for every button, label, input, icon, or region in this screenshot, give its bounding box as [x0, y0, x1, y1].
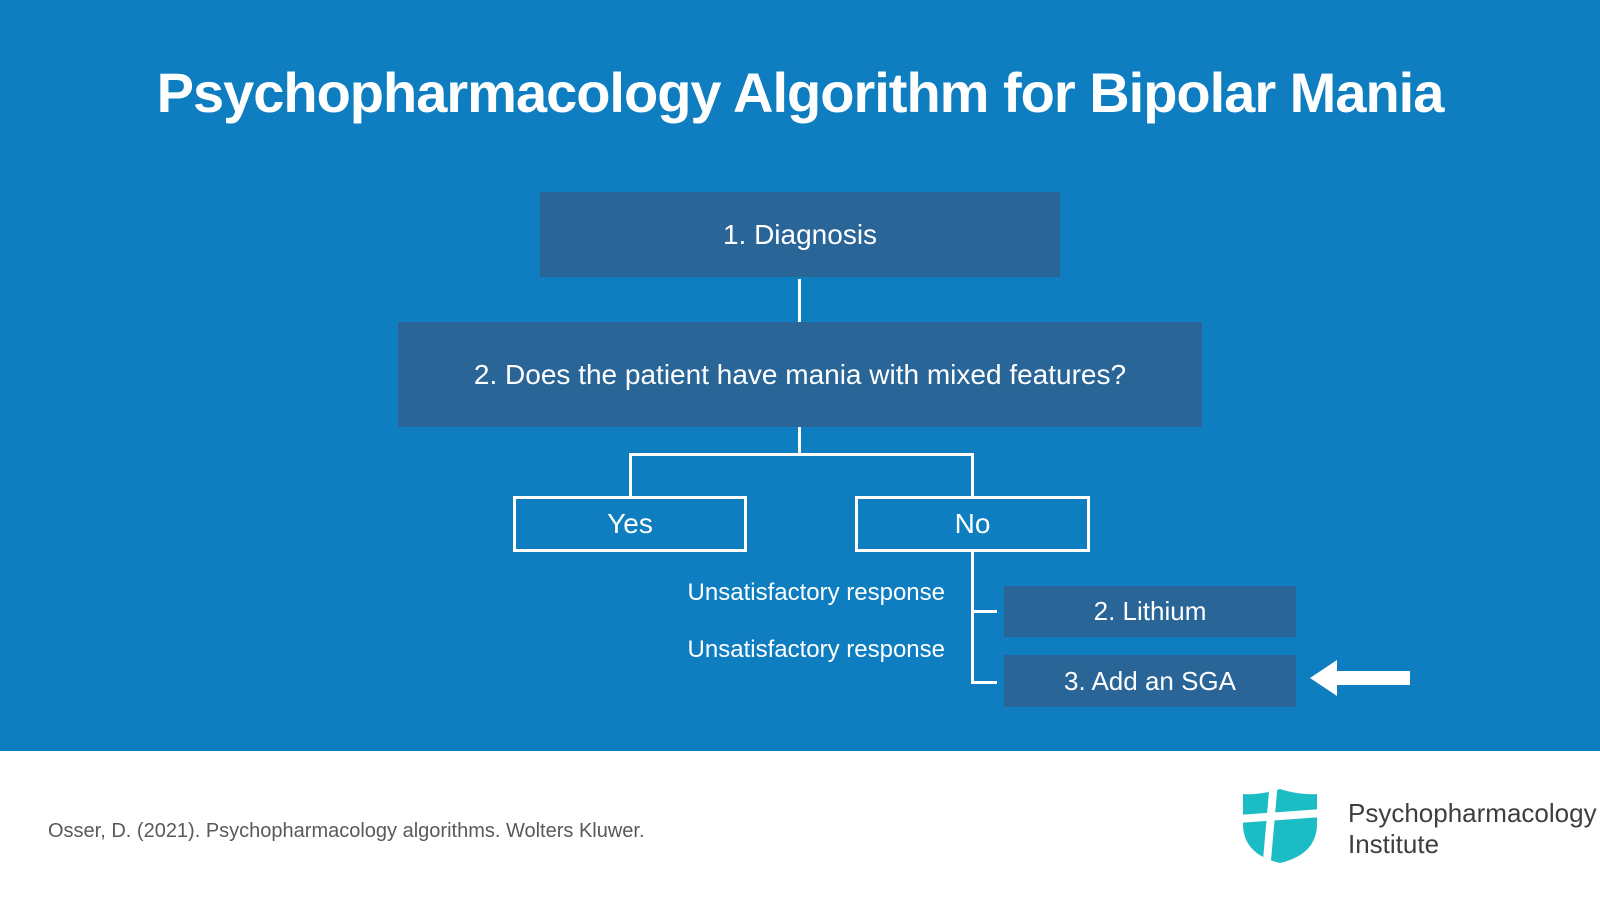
- psychopharmacology-institute-logo: Psychopharmacology Institute: [1238, 786, 1597, 871]
- node-question: 2. Does the patient have mania with mixe…: [398, 322, 1202, 427]
- citation-text: Osser, D. (2021). Psychopharmacology alg…: [48, 820, 645, 842]
- node-diagnosis: 1. Diagnosis: [540, 192, 1060, 277]
- node-yes-label: Yes: [607, 508, 653, 539]
- label-unsatisfactory-response-2: Unsatisfactory response: [687, 636, 945, 663]
- logo-text-line1: Psychopharmacology: [1348, 798, 1597, 828]
- node-add-sga: 3. Add an SGA: [1004, 655, 1296, 707]
- slide-title: Psychopharmacology Algorithm for Bipolar…: [156, 61, 1445, 124]
- node-question-label: 2. Does the patient have mania with mixe…: [473, 358, 1127, 390]
- connector-no-vertical: [971, 552, 974, 684]
- connector-question-stub: [798, 427, 801, 455]
- left-arrow-icon: [1310, 660, 1410, 701]
- node-no-label: No: [954, 508, 991, 539]
- label-unsatisfactory-response-1: Unsatisfactory response: [687, 579, 945, 606]
- connector-to-yes: [629, 453, 632, 496]
- shield-icon: [1238, 786, 1322, 871]
- connector-stub-lithium: [971, 610, 997, 613]
- connector-diagnosis-question: [798, 279, 801, 322]
- connector-split-horizontal: [629, 453, 974, 456]
- node-add-sga-label: 3. Add an SGA: [1063, 665, 1236, 696]
- node-no: No: [855, 496, 1090, 552]
- connector-stub-sga: [971, 681, 997, 684]
- node-lithium: 2. Lithium: [1004, 586, 1296, 637]
- logo-text-line2: Institute: [1348, 829, 1440, 859]
- node-diagnosis-label: 1. Diagnosis: [722, 218, 878, 250]
- connector-to-no: [971, 453, 974, 496]
- node-yes: Yes: [513, 496, 747, 552]
- node-lithium-label: 2. Lithium: [1093, 596, 1207, 626]
- logo-text: Psychopharmacology Institute: [1348, 798, 1597, 860]
